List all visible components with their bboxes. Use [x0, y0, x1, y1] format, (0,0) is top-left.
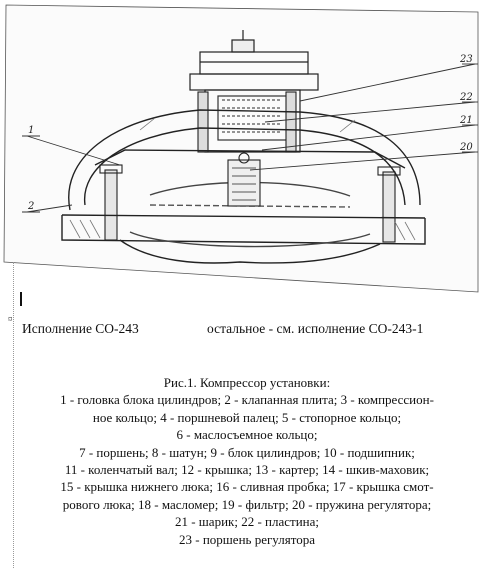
caption-line: 6 - маслосъемное кольцо;: [176, 427, 318, 443]
caption-line: 1 - головка блока цилиндров; 2 - клапанн…: [60, 392, 434, 408]
execution-variant-label: Исполнение СО-243: [22, 321, 139, 336]
caption-line: рового люка; 18 - масломер; 19 - фильтр;…: [62, 496, 432, 512]
cylinder-head-bolts: [99, 91, 401, 243]
regulator-piston: [227, 152, 261, 207]
callout-label: 2: [27, 201, 34, 212]
execution-variant-note: остальное - см. исполнение СО-243-1: [207, 321, 424, 336]
caption-line: 21 - шарик; 22 - пластина;: [174, 514, 320, 530]
caption-line: ное кольцо; 4 - поршневой палец; 5 - сто…: [92, 409, 402, 425]
callout-label: 23: [459, 54, 473, 65]
caption-line: 15 - крышка нижнего люка; 16 - сливная п…: [60, 479, 434, 495]
page-margin-guide: [13, 262, 14, 568]
callout-label: 21: [459, 115, 473, 126]
caption-line: 11 - коленчатый вал; 12 - крышка; 13 - к…: [64, 462, 430, 478]
callout-leaders: [22, 63, 478, 213]
figure-caption: Рис.1. Компрессор установки: 1 - головка…: [14, 374, 480, 548]
section-hatching: [69, 117, 416, 241]
text-cursor: [20, 292, 22, 306]
callout-label: 20: [459, 142, 473, 153]
caption-title: Рис.1. Компрессор установки:: [163, 375, 331, 390]
callout-label: 22: [459, 92, 473, 103]
compressor-technical-drawing: 23 22 21 20 1 2: [3, 4, 479, 293]
scan-frame: [3, 4, 479, 293]
callout-label: 1: [28, 125, 34, 136]
caption-line: 23 - поршень регулятора: [179, 531, 315, 547]
caption-line: 7 - поршень; 8 - шатун; 9 - блок цилиндр…: [79, 444, 415, 460]
object-anchor-icon: ¤: [8, 314, 13, 324]
